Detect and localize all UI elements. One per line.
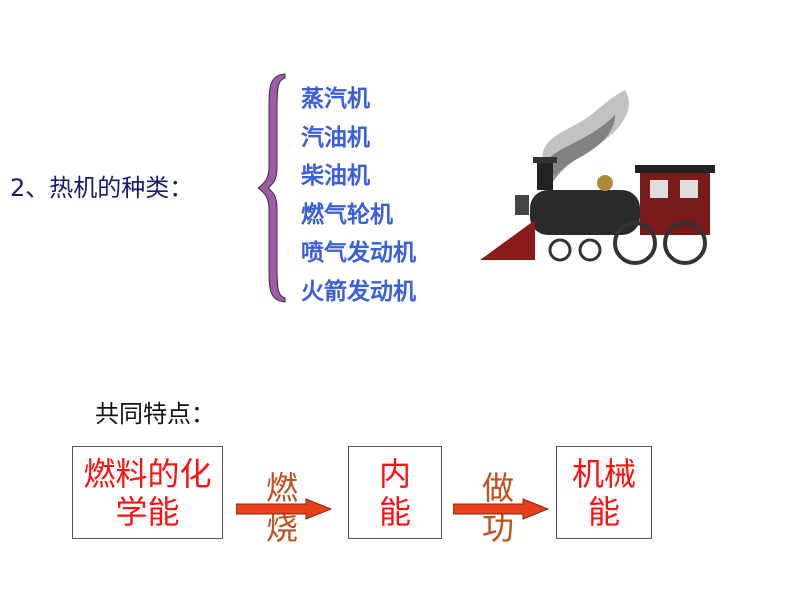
list-item: 蒸汽机 — [301, 86, 370, 112]
common-features-label: 共同特点： — [95, 400, 215, 428]
arrow-right-icon — [236, 498, 332, 520]
combustion-label: 燃烧 — [262, 468, 302, 548]
slide-title: 2、热机的种类： — [10, 174, 194, 202]
box-text: 能 — [378, 492, 411, 531]
box-text: 能 — [587, 492, 620, 531]
chemical-energy-box: 燃料的化学能 — [72, 446, 223, 539]
label-text: 功 — [481, 509, 514, 547]
arrow-right-icon — [453, 498, 549, 520]
mechanical-energy-box: 机械能 — [556, 446, 652, 539]
box-text: 内 — [378, 454, 411, 493]
list-item: 喷气发动机 — [301, 240, 416, 266]
box-text: 燃料的化 — [83, 454, 212, 493]
box-text: 机械 — [571, 454, 636, 493]
work-label: 做功 — [478, 468, 518, 548]
label-text: 燃 — [265, 469, 298, 507]
curly-brace — [257, 73, 286, 303]
engine-type-list: 蒸汽机 汽油机 柴油机 燃气轮机 喷气发动机 火箭发动机 — [301, 80, 416, 311]
label-text: 烧 — [265, 509, 298, 547]
list-item: 火箭发动机 — [301, 278, 416, 305]
steam-locomotive-image — [480, 90, 715, 265]
list-item: 汽油机 — [301, 124, 370, 151]
label-text: 做 — [481, 469, 514, 507]
internal-energy-box: 内能 — [348, 446, 442, 539]
box-text: 学能 — [115, 492, 180, 531]
list-item: 燃气轮机 — [301, 201, 393, 228]
list-item: 柴油机 — [301, 163, 370, 189]
